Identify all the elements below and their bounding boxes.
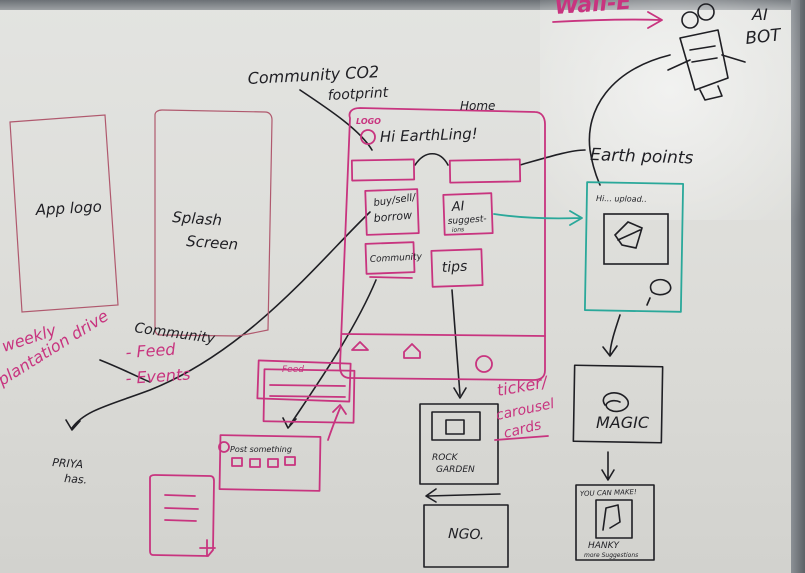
post-card <box>218 434 322 492</box>
earth-points-leader-line <box>519 149 586 166</box>
label-ticker: ticker/ <box>495 372 550 400</box>
community-underline <box>369 276 413 279</box>
rock-garden-image-inner <box>445 419 465 435</box>
plantation-connector <box>99 359 151 383</box>
magic-box <box>572 364 664 444</box>
home-phone-frame <box>339 107 546 381</box>
feed-card-front <box>262 368 356 424</box>
buy-sell-tile <box>364 188 420 236</box>
label-feed-card: Feed <box>282 365 304 375</box>
community-tile <box>364 241 416 275</box>
upload-image-drawing <box>613 221 643 249</box>
label-ai: AI <box>450 199 465 215</box>
post-card-thumb-4 <box>284 456 296 466</box>
notepad <box>149 474 215 557</box>
wall-e-arrow <box>552 11 663 29</box>
robot-arm <box>667 54 746 71</box>
post-card-thumb-3 <box>267 458 279 468</box>
label-post-something: Post something <box>230 445 292 454</box>
label-logo-small: LOGO <box>356 117 381 126</box>
home-nav-icon-3 <box>475 355 493 373</box>
magic-scribble <box>602 392 630 413</box>
label-tips: tips <box>441 259 467 276</box>
co2-footprint-box <box>350 158 416 182</box>
earth-points-box <box>448 158 522 184</box>
ai-to-upload-arrow <box>493 210 583 226</box>
post-card-thumb-1 <box>231 457 243 467</box>
home-connector-arc <box>414 152 449 166</box>
post-card-circle <box>218 441 230 453</box>
bot-curve <box>588 54 671 186</box>
label-top-title: Wall-E <box>554 0 632 20</box>
ai-suggestions-tile <box>442 192 494 236</box>
robot-eye-left <box>681 11 699 29</box>
upload-image-box <box>603 213 669 265</box>
label-hanky: HANKY <box>588 541 621 551</box>
label-garden: GARDEN <box>436 465 475 475</box>
carousel-arrow <box>425 488 501 503</box>
rock-garden-image <box>431 411 481 441</box>
label-more-suggestions: more Suggestions <box>584 552 638 559</box>
hanky-image <box>595 499 633 539</box>
home-nav-icon-2 <box>403 343 421 359</box>
label-events: - Events <box>125 365 191 388</box>
label-rock: ROCK <box>432 453 459 463</box>
label-app-logo: App logo <box>34 198 102 219</box>
label-screen: Screen <box>186 232 239 254</box>
community-to-feed-line <box>282 279 377 429</box>
hanky-drawing <box>602 504 621 531</box>
app-logo-frame <box>9 114 119 313</box>
tips-to-ticker-line <box>451 289 467 399</box>
notepad-lines <box>164 494 199 522</box>
robot-tracks <box>699 85 723 101</box>
label-feed: - Feed <box>125 339 177 361</box>
upload-chat-icon <box>646 278 672 306</box>
robot-inner <box>689 45 718 63</box>
label-ngo: NGO. <box>448 526 485 543</box>
feed-comment-arrow <box>327 404 347 441</box>
magic-to-hanky-arrow <box>601 451 615 481</box>
robot-body <box>679 29 729 91</box>
label-priya: PRIYA <box>52 456 84 471</box>
label-hi-upload: Hi... upload.. <box>596 194 647 204</box>
label-ai-bot-1: AI <box>751 5 768 24</box>
feed-card-back <box>256 359 352 403</box>
upload-screen <box>583 181 685 313</box>
label-footprint: footprint <box>327 85 389 104</box>
avatar-circle <box>360 129 376 145</box>
label-community-btn: Community <box>370 252 423 265</box>
label-suggestions2: ions <box>452 226 465 234</box>
label-borrow: borrow <box>373 209 412 225</box>
notepad-plus <box>199 539 216 557</box>
ngo-card <box>423 504 509 568</box>
label-home: Home <box>460 99 495 113</box>
home-nav-icon-1 <box>351 341 369 351</box>
label-magic: MAGIC <box>596 413 650 432</box>
cards-underline <box>494 435 549 441</box>
tips-tile <box>430 248 484 288</box>
label-ai-bot-2: BOT <box>744 25 783 49</box>
label-has: has. <box>64 472 88 487</box>
label-buy-sell: buy/sell/ <box>373 192 418 209</box>
splash-screen-frame <box>154 109 273 337</box>
label-hi-earthling: Hi EarthLing! <box>380 125 479 146</box>
upload-to-magic-arrow <box>602 314 621 357</box>
post-card-thumb-2 <box>249 458 261 468</box>
hanky-screen <box>575 484 655 561</box>
label-community-co2: Community CO2 <box>247 62 379 88</box>
feed-line-1 <box>269 384 346 398</box>
robot-eye-right <box>697 3 715 21</box>
label-suggestions: suggest- <box>448 214 487 227</box>
buy-to-priya-line <box>65 211 371 431</box>
rock-garden-card <box>419 403 499 485</box>
home-nav-divider <box>341 333 546 337</box>
label-splash: Splash <box>172 208 223 229</box>
label-you-can-make: YOU CAN MAKE! <box>580 488 637 498</box>
whiteboard-top-frame <box>0 0 805 10</box>
label-earth-points: Earth points <box>590 145 694 169</box>
